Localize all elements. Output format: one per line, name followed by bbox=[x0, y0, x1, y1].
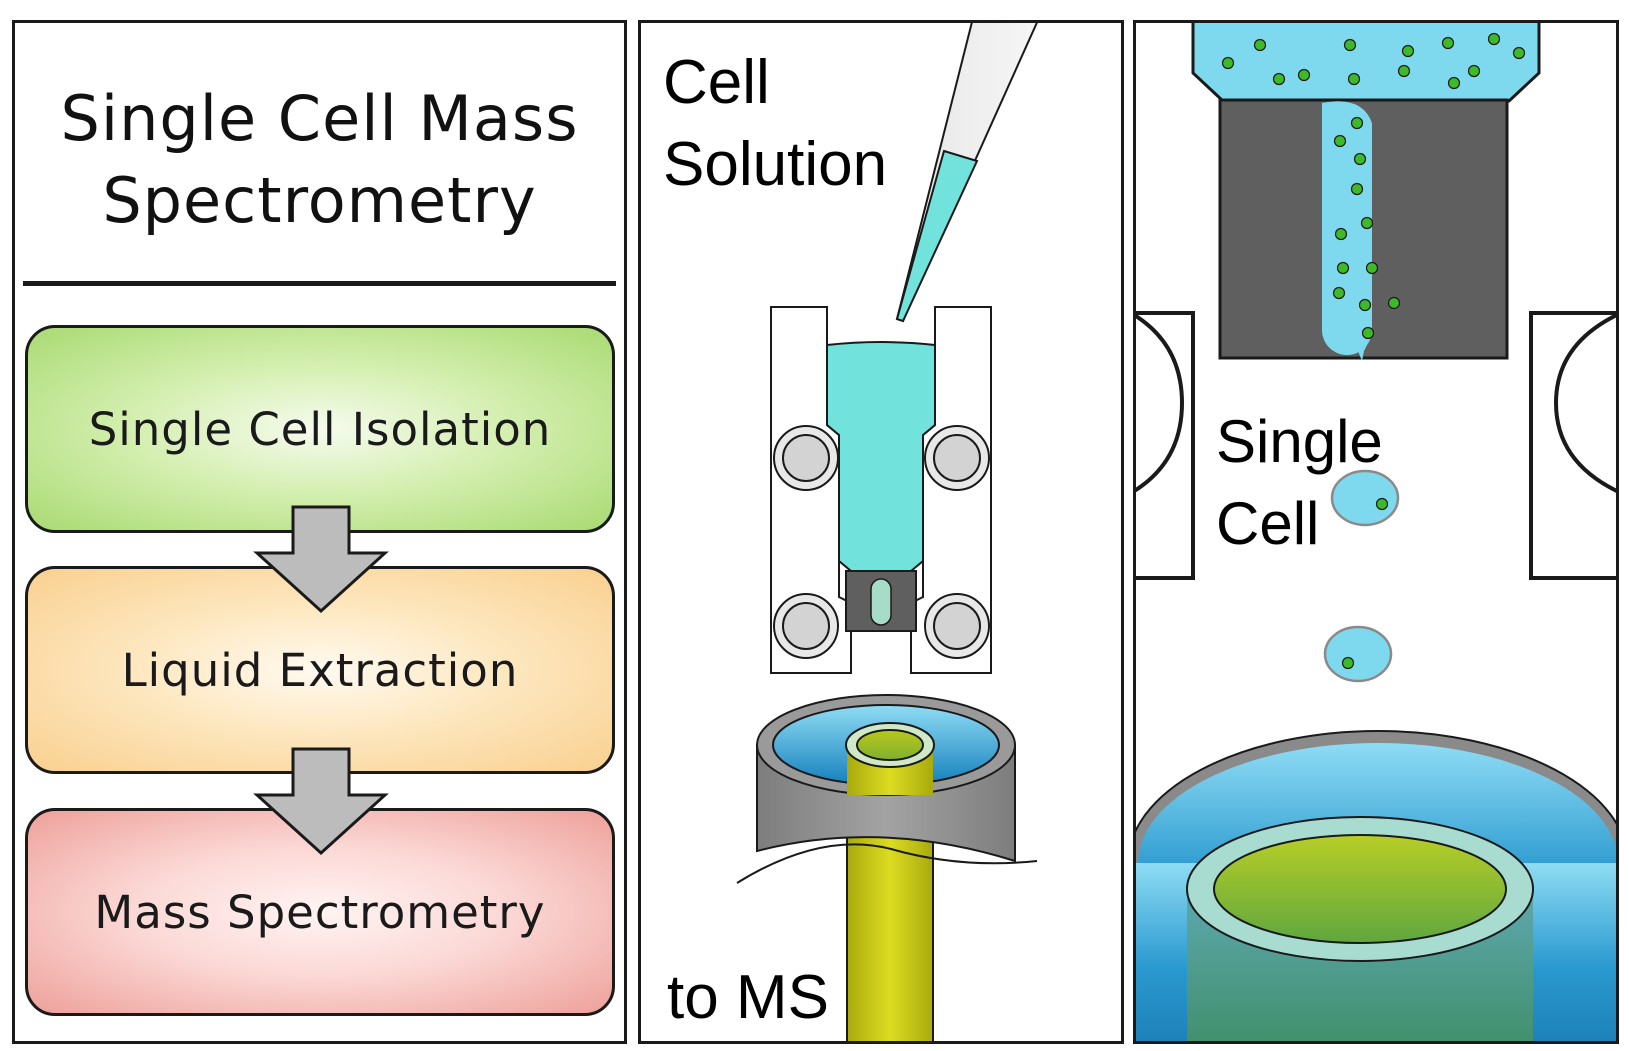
device-overview-panel: Cell Solution to MS bbox=[638, 20, 1124, 1044]
to-ms-label: to MS bbox=[667, 963, 829, 1032]
step-label: Single Cell Isolation bbox=[88, 402, 552, 456]
cell-solution-label: Solution bbox=[663, 130, 888, 199]
cell-solution-label: Cell bbox=[663, 48, 770, 117]
collection-inlet bbox=[1136, 730, 1616, 1041]
screw-icon bbox=[773, 593, 839, 659]
cell-icon bbox=[1332, 116, 1401, 340]
step-label: Liquid Extraction bbox=[121, 643, 519, 697]
step-single-cell-isolation: Single Cell Isolation bbox=[25, 325, 615, 533]
cell-icon bbox=[1221, 32, 1526, 90]
single-cell-label: Cell bbox=[1216, 490, 1320, 557]
step-label: Mass Spectrometry bbox=[94, 885, 546, 939]
screw-icon bbox=[773, 425, 839, 491]
screw-icon bbox=[924, 593, 990, 659]
page-title: Single Cell Mass Spectrometry bbox=[15, 78, 624, 242]
ms-inlet bbox=[736, 694, 1038, 1041]
down-arrow-icon bbox=[253, 747, 389, 856]
title-line-2: Spectrometry bbox=[102, 164, 537, 237]
title-line-1: Single Cell Mass bbox=[60, 82, 579, 155]
device-illustration bbox=[736, 23, 1038, 1041]
closeup-illustration bbox=[1136, 23, 1616, 1041]
title-divider bbox=[23, 281, 616, 286]
pipette-tip bbox=[895, 23, 1038, 323]
workflow-panel: Single Cell Mass Spectrometry Single Cel… bbox=[12, 20, 627, 1044]
isolation-chip bbox=[1218, 98, 1509, 361]
cell-reservoir bbox=[1191, 23, 1541, 103]
single-cell-droplet bbox=[1323, 625, 1393, 683]
single-cell-label: Single bbox=[1216, 408, 1383, 475]
down-arrow-icon bbox=[253, 505, 389, 614]
screw-icon bbox=[924, 425, 990, 491]
single-cell-droplet bbox=[1330, 469, 1400, 527]
droplet-closeup-panel: Single Cell bbox=[1133, 20, 1619, 1044]
sample-holder bbox=[770, 306, 992, 674]
